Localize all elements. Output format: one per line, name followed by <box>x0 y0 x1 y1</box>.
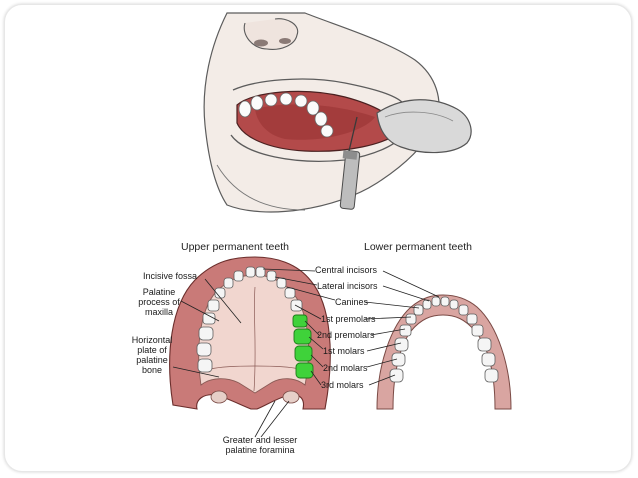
slide-frame: Upper permanent teeth Lower permanent te… <box>4 4 632 472</box>
dental-arches-illustration <box>169 256 512 438</box>
label-first-premolars: 1st premolars <box>321 314 376 324</box>
label-incisive-fossa: Incisive fossa <box>143 271 198 281</box>
label-second-premolars: 2nd premolars <box>317 330 375 340</box>
label-palatine-foramina: Greater and lesser palatine foramina <box>222 435 298 455</box>
label-second-molars: 2nd molars <box>323 363 368 373</box>
upper-teeth-heading: Upper permanent teeth <box>181 241 289 253</box>
label-canines: Canines <box>335 297 369 307</box>
face-illustration <box>203 12 472 213</box>
label-first-molars: 1st molars <box>323 346 365 356</box>
label-central-incisors: Central incisors <box>315 265 378 275</box>
label-palatine-process: Palatine process of maxilla <box>138 287 180 317</box>
lower-teeth-heading: Lower permanent teeth <box>364 241 472 253</box>
label-horizontal-plate: Horizontal plate of palatine bone <box>131 335 173 375</box>
label-lateral-incisors: Lateral incisors <box>317 281 378 291</box>
label-third-molars: 3rd molars <box>321 380 364 390</box>
